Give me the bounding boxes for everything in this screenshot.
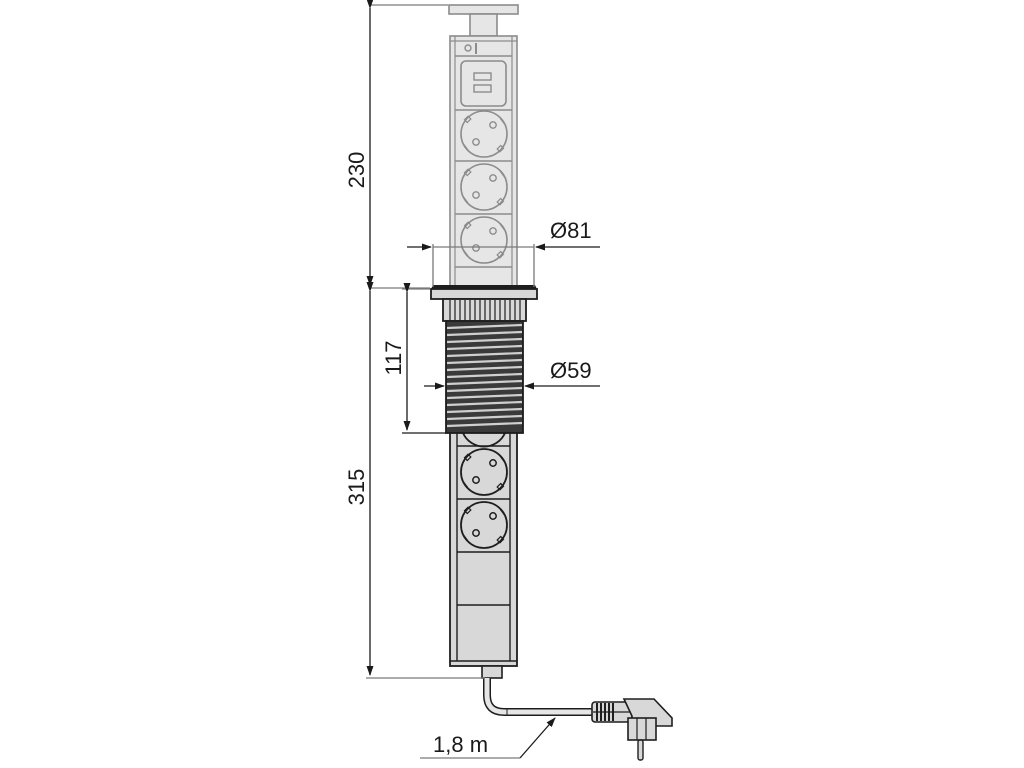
usb-module <box>460 60 507 107</box>
usb-port-icon <box>473 84 492 93</box>
dimension-lines <box>366 0 600 759</box>
dim-label-thread-diameter: Ø59 <box>550 358 592 383</box>
dim-label-230: 230 <box>344 152 369 189</box>
plug-pin <box>637 739 644 761</box>
usb-port-icon <box>473 72 492 81</box>
upper-tower <box>448 4 519 289</box>
dim-label-flange-diameter: Ø81 <box>550 218 592 243</box>
cable-gland <box>481 665 503 679</box>
dim-label-117: 117 <box>381 340 406 375</box>
led-icon <box>464 44 472 52</box>
thread-lines <box>446 323 523 428</box>
lower-body <box>449 432 518 679</box>
top-cap <box>448 4 519 15</box>
mounting-flange <box>430 285 538 434</box>
dim-label-cable-length: 1,8 m <box>433 732 488 757</box>
cap-neck <box>469 13 498 37</box>
power-cable <box>483 678 673 761</box>
dim-label-315: 315 <box>344 469 369 506</box>
plug-icon <box>591 698 673 761</box>
